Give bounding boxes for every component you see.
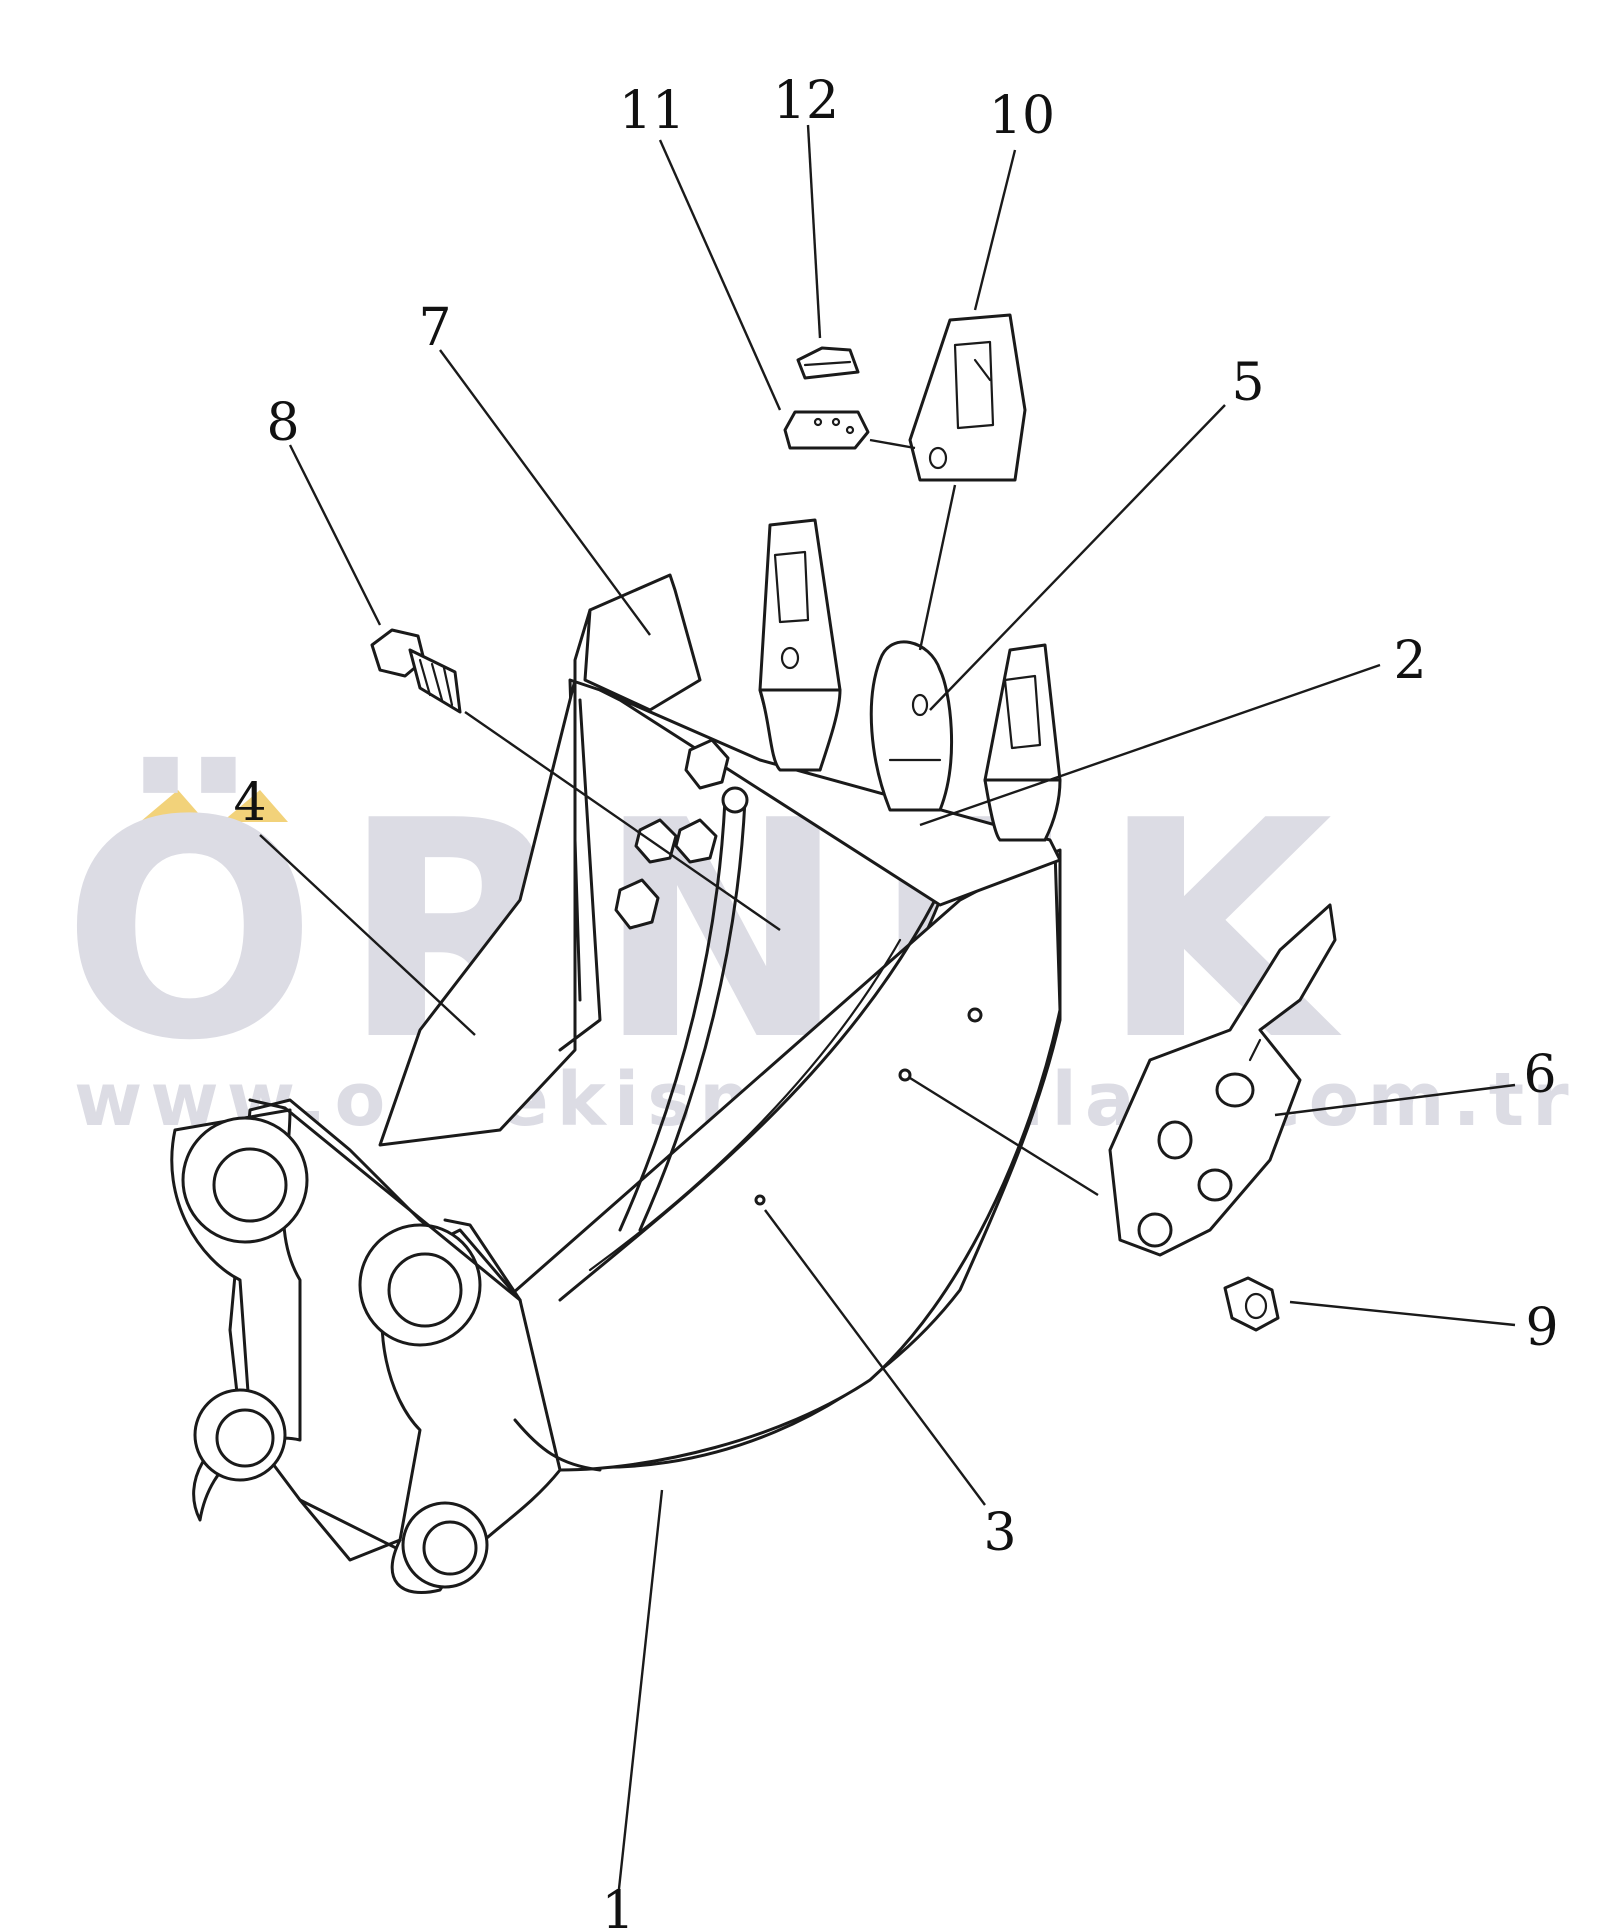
part-lock-cap [796, 346, 860, 380]
callout-5: 5 [1231, 353, 1264, 413]
callout-12: 12 [773, 71, 839, 131]
watermark-brand: ÖRNEK [62, 754, 1357, 1106]
leader-11b [869, 438, 916, 450]
leader-6 [1274, 1083, 1516, 1117]
leader-3 [764, 1209, 986, 1506]
leader-2 [919, 663, 1381, 827]
callout-6: 6 [1523, 1045, 1556, 1105]
watermark-accent-right [222, 790, 288, 822]
callout-9: 9 [1525, 1298, 1558, 1358]
leader-4 [259, 834, 476, 1036]
leader-10b [918, 484, 957, 651]
leader-6b [909, 1076, 1099, 1197]
watermark-accent-left [140, 790, 206, 822]
bucket-body [170, 573, 1062, 1595]
callout-11: 11 [619, 81, 685, 141]
leader-1 [616, 1489, 664, 1899]
callout-4: 4 [233, 773, 266, 833]
leader-9 [1289, 1300, 1516, 1327]
leader-10 [973, 149, 1017, 311]
part-nut [1223, 1276, 1280, 1332]
part-side-plate [1108, 903, 1337, 1257]
callout-3: 3 [983, 1503, 1016, 1563]
leader-12 [806, 124, 822, 339]
callout-1: 1 [601, 1881, 634, 1932]
leader-lines [259, 124, 1516, 1899]
leader-5 [929, 404, 1226, 711]
leader-8 [288, 444, 382, 626]
callout-7: 7 [418, 298, 451, 358]
leader-11 [658, 139, 782, 411]
callout-2: 2 [1393, 631, 1426, 691]
part-lock-pin [783, 410, 870, 450]
teeth-row [758, 518, 1062, 842]
leader-7 [439, 349, 651, 636]
part-tooth-point [908, 313, 1027, 482]
part-bolt [370, 628, 462, 714]
callout-8: 8 [266, 393, 299, 453]
callout-numbers: 1 2 3 4 5 6 7 8 9 10 11 12 [233, 71, 1558, 1932]
leader-8b [464, 711, 781, 931]
callout-10: 10 [989, 86, 1055, 146]
